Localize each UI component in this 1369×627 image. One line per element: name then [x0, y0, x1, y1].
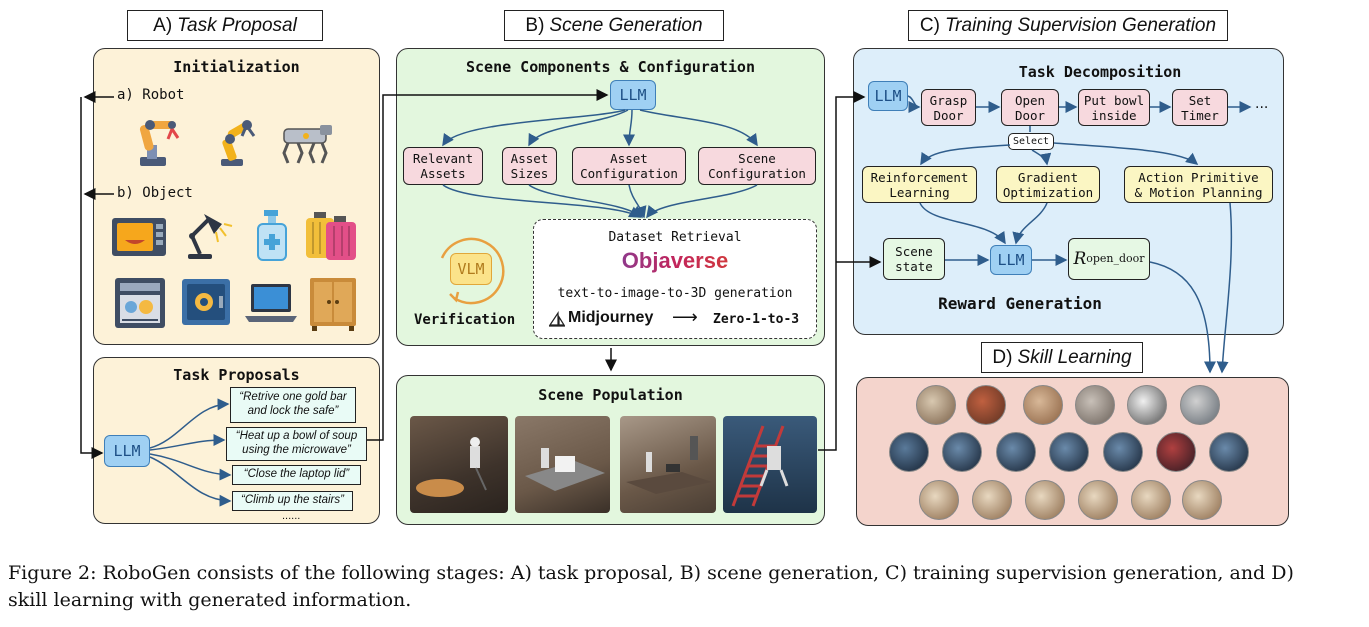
section-letter: A) — [153, 14, 173, 36]
steps-ellipsis: ··· — [1255, 100, 1269, 116]
step-open-door: Open Door — [1001, 89, 1059, 126]
skill-thumbnail — [1182, 480, 1222, 520]
decomposition-llm: LLM — [868, 81, 908, 111]
scene-state-node: Scene state — [883, 238, 945, 280]
verification-label: Verification — [414, 312, 516, 328]
scene-components-title: Scene Components & Configuration — [466, 58, 755, 76]
dispenser-icon — [248, 208, 298, 268]
section-letter: C) — [919, 14, 940, 36]
skill-thumbnail — [996, 432, 1036, 472]
step-set-timer: Set Timer — [1172, 89, 1228, 126]
section-name: Skill Learning — [1017, 346, 1132, 368]
vlm-node: VLM — [450, 253, 492, 285]
proposals-ellipsis: ...... — [282, 510, 301, 522]
t2i3d-label: text-to-image-to-3D generation — [557, 286, 793, 301]
method-reinforcement-learning: Reinforcement Learning — [862, 166, 977, 203]
section-name: Task Proposal — [177, 14, 297, 36]
cabinet-icon — [308, 276, 358, 336]
skill-thumbnail — [1023, 385, 1063, 425]
figure-caption-line2: skill learning with generated informatio… — [8, 589, 412, 611]
midjourney-icon — [548, 311, 566, 331]
skill-thumbnail — [1156, 432, 1196, 472]
step-put-bowl-inside: Put bowl inside — [1078, 89, 1150, 126]
generation-arrow: ⟶ — [672, 307, 698, 328]
skill-thumbnail — [889, 432, 929, 472]
method-gradient-optimization: Gradient Optimization — [996, 166, 1100, 203]
skill-thumbnail — [1075, 385, 1115, 425]
relevant-assets-node: Relevant Assets — [403, 147, 483, 185]
initialization-title: Initialization — [173, 58, 300, 76]
task-proposals-title: Task Proposals — [173, 366, 300, 384]
zero123-label: Zero-1-to-3 — [713, 312, 800, 327]
figure-caption-line1: Figure 2: RoboGen consists of the follow… — [8, 562, 1294, 584]
skill-thumbnail — [1078, 480, 1118, 520]
scene-thumbnail — [620, 416, 716, 513]
step-grasp-door: Grasp Door — [921, 89, 976, 126]
method-action-primitive: Action Primitive & Motion Planning — [1124, 166, 1273, 203]
skill-thumbnail — [919, 480, 959, 520]
midjourney-label: Midjourney — [568, 309, 654, 326]
asset-sizes-node: Asset Sizes — [502, 147, 557, 185]
skill-thumbnail — [942, 432, 982, 472]
skill-thumbnail — [1209, 432, 1249, 472]
objaverse-logo: Objaverse — [533, 248, 817, 274]
dataset-retrieval-label: Dataset Retrieval — [608, 230, 742, 245]
skill-thumbnail — [1049, 432, 1089, 472]
proposal-item: “Close the laptop lid” — [232, 465, 361, 485]
section-letter: D) — [992, 346, 1013, 368]
scene-population-title: Scene Population — [538, 386, 683, 404]
section-title-task-proposal: A) Task Proposal — [127, 10, 323, 41]
laptop-icon — [243, 280, 299, 330]
skill-thumbnail — [916, 385, 956, 425]
proposal-item: “Climb up the stairs” — [232, 491, 353, 511]
quadruped-robot-icon — [276, 115, 336, 173]
skill-thumbnail — [1103, 432, 1143, 472]
task-decomposition-title: Task Decomposition — [1018, 63, 1182, 81]
section-title-training-supervision: C) Training Supervision Generation — [908, 10, 1228, 41]
skill-thumbnail — [966, 385, 1006, 425]
skill-thumbnail — [972, 480, 1012, 520]
section-title-skill-learning: D) Skill Learning — [981, 342, 1143, 373]
reward-generation-title: Reward Generation — [938, 294, 1102, 313]
microwave-icon — [110, 212, 168, 266]
suitcase-icon — [304, 208, 360, 268]
robot-label: a) Robot — [117, 87, 185, 103]
reward-llm: LLM — [990, 245, 1032, 275]
robot-arm-icon — [132, 115, 186, 173]
task-proposals-llm: LLM — [104, 435, 150, 467]
dishwasher-icon — [113, 276, 167, 334]
scene-thumbnail — [723, 416, 817, 513]
scene-thumbnail — [515, 416, 610, 513]
object-label: b) Object — [117, 185, 193, 201]
reward-subscript: open_door — [1086, 252, 1145, 266]
skill-thumbnail — [1127, 385, 1167, 425]
select-node: Select — [1008, 133, 1054, 150]
safe-icon — [180, 277, 232, 333]
scene-components-llm: LLM — [610, 80, 656, 110]
skill-thumbnail — [1025, 480, 1065, 520]
desk-lamp-icon — [180, 206, 236, 266]
skill-thumbnail — [1180, 385, 1220, 425]
section-name: Scene Generation — [549, 14, 703, 36]
reward-symbol: R — [1073, 248, 1087, 269]
skill-thumbnail — [1131, 480, 1171, 520]
proposal-item: “Heat up a bowl of soup using the microw… — [226, 427, 367, 461]
scene-thumbnail — [410, 416, 508, 513]
section-name: Training Supervision Generation — [944, 14, 1217, 36]
asset-configuration-node: Asset Configuration — [572, 147, 686, 185]
section-letter: B) — [525, 14, 545, 36]
scene-configuration-node: Scene Configuration — [698, 147, 816, 185]
section-title-scene-generation: B) Scene Generation — [504, 10, 724, 41]
proposal-item: “Retrive one gold bar and lock the safe” — [230, 387, 356, 423]
industrial-arm-icon — [207, 115, 261, 173]
